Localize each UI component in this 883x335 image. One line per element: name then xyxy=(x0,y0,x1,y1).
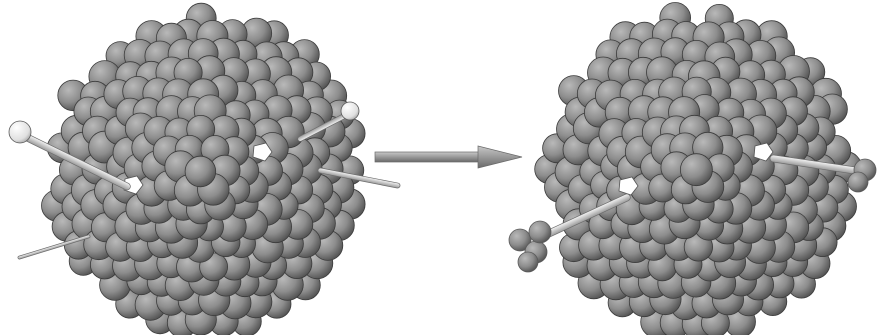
white-atom xyxy=(341,102,359,120)
cluster-sphere xyxy=(185,156,216,187)
transition-arrow xyxy=(375,146,522,168)
arrow-head xyxy=(478,146,522,168)
panel-before xyxy=(9,3,400,335)
cluster-spheres xyxy=(535,3,862,335)
panel-after xyxy=(509,3,876,335)
molecule-atom xyxy=(529,221,551,243)
cluster-sphere xyxy=(680,154,712,186)
white-atom xyxy=(9,121,31,143)
molecule-atom xyxy=(848,172,868,192)
molecule-atom xyxy=(518,252,538,272)
arrow-shaft xyxy=(375,152,480,162)
